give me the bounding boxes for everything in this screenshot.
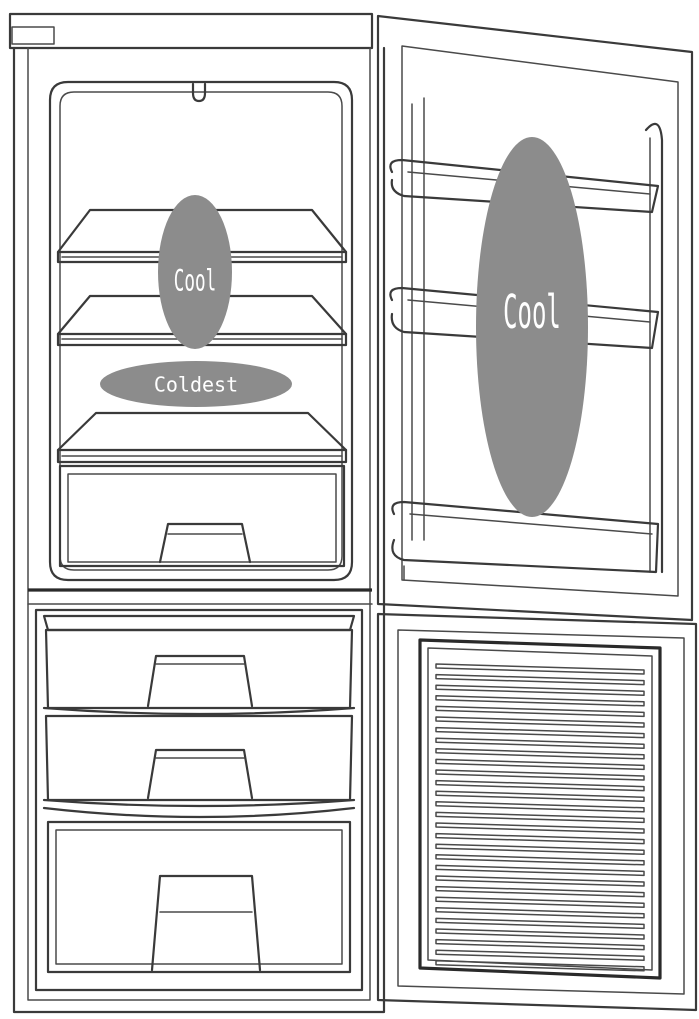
grille-bar — [436, 685, 644, 695]
freezer-drawer — [44, 716, 354, 806]
freezer-drawer — [44, 616, 354, 714]
grille-bar — [436, 781, 644, 791]
zone-fridge-coldest: Coldest — [100, 361, 292, 407]
grille-bar — [436, 759, 644, 769]
grille-bar — [436, 675, 644, 685]
grille-bar — [436, 664, 644, 674]
grille-bar — [436, 950, 644, 960]
grille-bar — [436, 802, 644, 812]
grille-bar — [436, 940, 644, 950]
grille-bar — [436, 696, 644, 706]
grille-bar — [436, 706, 644, 716]
grille-bar — [436, 738, 644, 748]
grille-bar — [436, 887, 644, 897]
grille-bar — [436, 717, 644, 727]
freezer-door — [378, 614, 696, 1010]
grille-bar — [436, 844, 644, 854]
fridge-shelf — [58, 413, 346, 462]
zone-door-label: Cool — [503, 285, 561, 339]
grille-bar — [436, 929, 644, 939]
grille-bar — [436, 865, 644, 875]
grille-bar — [436, 855, 644, 865]
zone-fridge-coldest-label: Coldest — [154, 373, 238, 397]
zone-door: Cool — [476, 137, 588, 517]
grille-bar — [436, 812, 644, 822]
grille-bar — [436, 823, 644, 833]
grille-bar — [436, 834, 644, 844]
freezer-drawer — [44, 808, 354, 972]
grille-bar — [436, 728, 644, 738]
grille-bar — [436, 749, 644, 759]
freezer-door-grille — [436, 664, 644, 971]
grille-bar — [436, 918, 644, 928]
grille-bar — [436, 876, 644, 886]
grille-bar — [436, 770, 644, 780]
crisper-drawer — [60, 466, 344, 566]
grille-bar — [436, 791, 644, 801]
zone-fridge-upper-label: Cool — [174, 263, 216, 298]
grille-bar — [436, 897, 644, 907]
zone-fridge-upper: Cool — [158, 195, 232, 349]
cabinet-body — [10, 14, 384, 1012]
grille-bar — [436, 908, 644, 918]
